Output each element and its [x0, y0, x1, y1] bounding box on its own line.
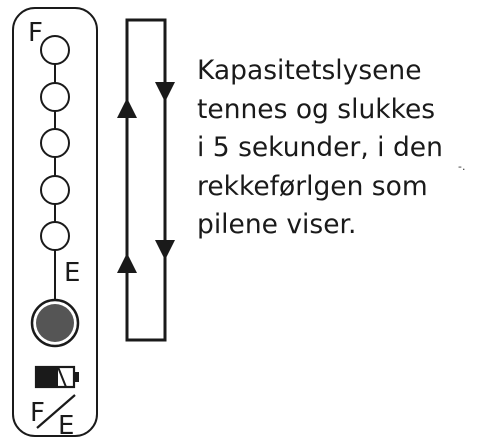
description-line-5: pilene viser.: [197, 209, 357, 240]
cycle-arrow-loop: [117, 18, 175, 342]
description-line-2: tennes og slukkes: [197, 93, 436, 125]
description-line-4: rekkeførlgen som: [197, 170, 428, 202]
down-arrow-lower: [155, 240, 175, 260]
down-arrow-upper: [155, 82, 175, 102]
description-line-3: i 5 sekunder, i den: [197, 132, 443, 163]
fe-logo: F E: [30, 394, 76, 441]
capacity-leds: [40, 35, 70, 251]
battery-icon: [34, 365, 79, 389]
stray-mark: ̵.: [462, 160, 466, 173]
fe-logo-f: F: [30, 398, 45, 428]
capacity-led-1: [40, 35, 70, 65]
fe-logo-e: E: [58, 411, 74, 441]
device-panel: [12, 7, 98, 437]
capacity-led-3: [40, 128, 70, 158]
capacity-led-2: [40, 82, 70, 112]
description-line-1: Kapasitetslysene: [197, 55, 422, 86]
up-arrow-upper: [117, 98, 137, 118]
capacity-led-5: [40, 221, 70, 251]
up-arrow-lower: [117, 253, 137, 273]
check-button-fill: [36, 304, 74, 342]
cycle-loop-outline: [125, 18, 167, 342]
capacity-led-4: [40, 175, 70, 205]
description-text: Kapasitetslysene tennes og slukkes i 5 s…: [197, 52, 457, 245]
empty-label: E: [64, 258, 80, 288]
full-label: F: [28, 18, 43, 48]
